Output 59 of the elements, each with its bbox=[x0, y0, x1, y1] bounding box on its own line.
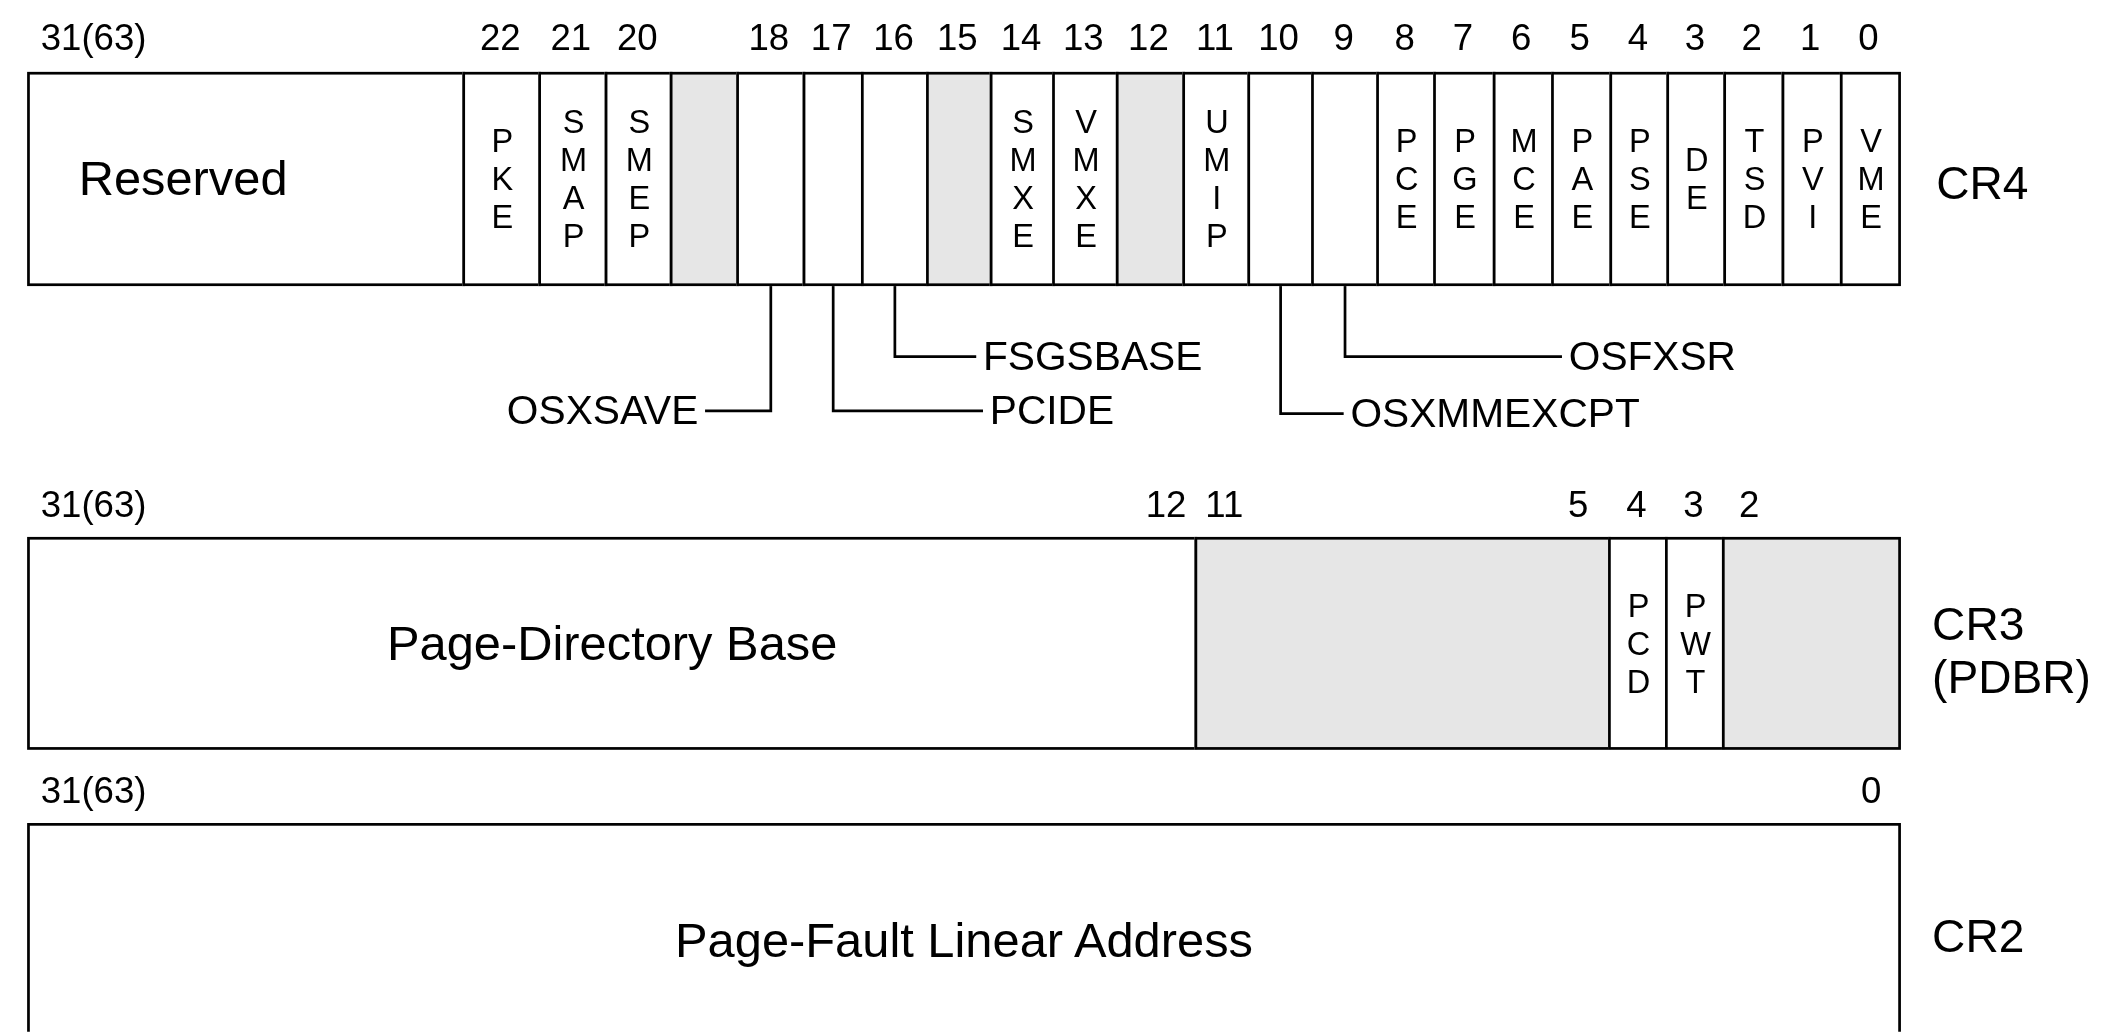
bit-number: 0 bbox=[1860, 769, 1882, 812]
leader-line bbox=[1343, 286, 1562, 358]
leader-line bbox=[831, 286, 983, 413]
bit-number: 10 bbox=[1258, 16, 1299, 59]
bit-field: PCE bbox=[1376, 71, 1436, 287]
reserved-field bbox=[669, 71, 739, 287]
bit-field: VME bbox=[1839, 71, 1901, 287]
bit-number: 9 bbox=[1333, 16, 1354, 59]
bit-number: 0 bbox=[1858, 16, 1879, 59]
bit-field bbox=[1311, 71, 1379, 287]
bit-number: 12 bbox=[1145, 483, 1187, 526]
bit-number: 20 bbox=[616, 16, 658, 59]
bit-field bbox=[1247, 71, 1314, 287]
bit-number: 3 bbox=[1684, 16, 1706, 59]
bit-number: 11 bbox=[1205, 483, 1244, 526]
bit-number: 5 bbox=[1569, 16, 1590, 59]
bit-number: 18 bbox=[748, 16, 790, 59]
bit-number: 1 bbox=[1799, 16, 1821, 59]
bit-number: 17 bbox=[810, 16, 852, 59]
bit-number: 7 bbox=[1452, 16, 1474, 59]
leader-line bbox=[1279, 286, 1344, 415]
bit-number: 31(63) bbox=[40, 483, 147, 526]
flag-label: PCIDE bbox=[989, 387, 1115, 434]
bit-number: 21 bbox=[550, 16, 592, 59]
bit-number: 11 bbox=[1195, 16, 1234, 59]
flag-label: OSXSAVE bbox=[506, 387, 699, 434]
reserved-field bbox=[1721, 536, 1901, 750]
bit-field: PCD bbox=[1608, 536, 1668, 750]
bit-field bbox=[861, 71, 929, 287]
bit-field: PKE bbox=[462, 71, 541, 287]
bit-number: 14 bbox=[1000, 16, 1042, 59]
leader-line bbox=[893, 286, 977, 358]
bit-field: Page-Fault Linear Address bbox=[27, 823, 1901, 1032]
flag-label: FSGSBASE bbox=[983, 333, 1203, 380]
register-name: CR2 bbox=[1932, 909, 2026, 962]
bit-number: 13 bbox=[1063, 16, 1104, 59]
bit-field: DE bbox=[1666, 71, 1726, 287]
bit-number: 3 bbox=[1683, 483, 1704, 526]
bit-number: 6 bbox=[1511, 16, 1532, 59]
bit-number: 12 bbox=[1128, 16, 1169, 59]
bit-number: 4 bbox=[1627, 16, 1649, 59]
register-name: CR4 bbox=[1936, 156, 2030, 210]
flag-label: OSXMMEXCPT bbox=[1350, 390, 1640, 437]
bit-number: 31(63) bbox=[40, 769, 147, 812]
bit-field: SMXE bbox=[989, 71, 1055, 287]
bit-number: 16 bbox=[873, 16, 914, 59]
bit-number: 31(63) bbox=[40, 16, 147, 59]
bit-number: 4 bbox=[1626, 483, 1647, 526]
bit-number: 2 bbox=[1741, 16, 1762, 59]
bit-number: 15 bbox=[936, 16, 978, 59]
bit-number: 22 bbox=[480, 16, 521, 59]
bit-number: 8 bbox=[1394, 16, 1415, 59]
reserved-field bbox=[1194, 536, 1611, 750]
bit-number: 2 bbox=[1738, 483, 1760, 526]
flag-label: OSFXSR bbox=[1568, 333, 1736, 380]
register-name: CR3 (PDBR) bbox=[1932, 597, 2092, 704]
bit-field: MCE bbox=[1492, 71, 1554, 287]
leader-line bbox=[705, 286, 773, 413]
bit-number: 5 bbox=[1568, 483, 1589, 526]
